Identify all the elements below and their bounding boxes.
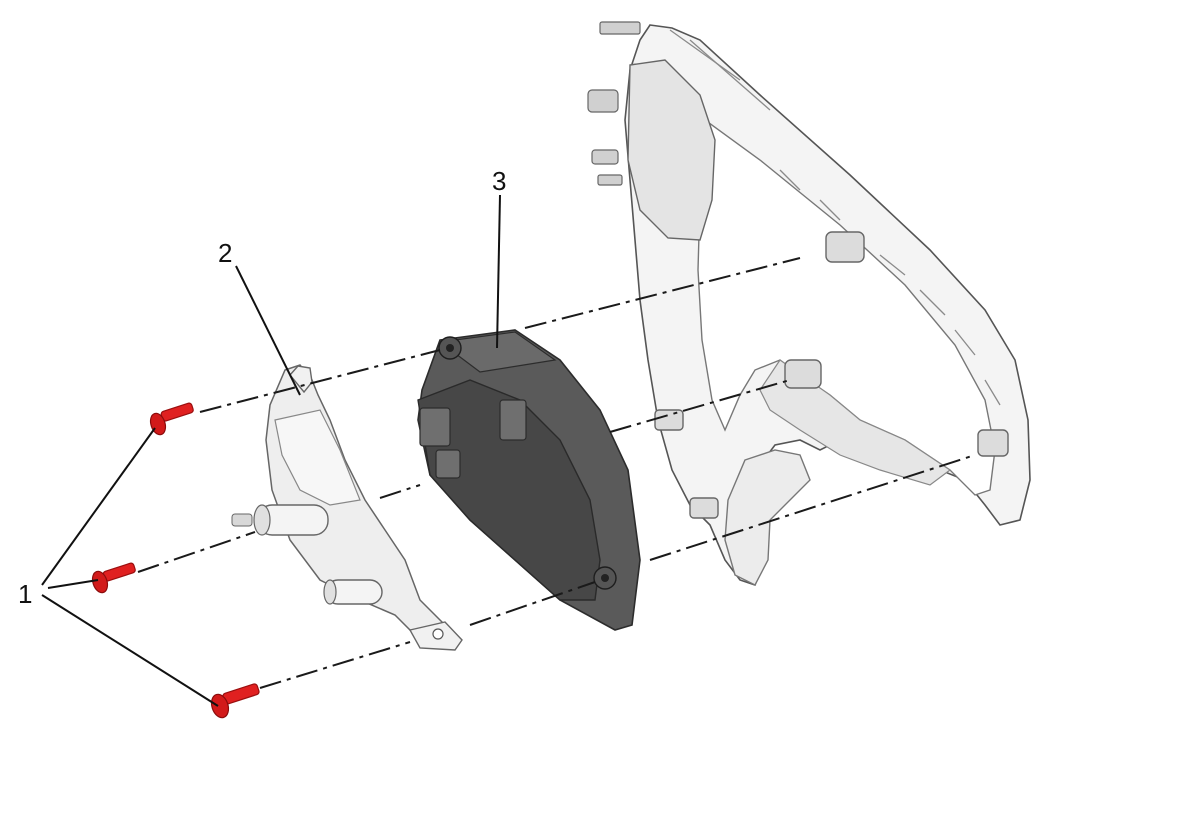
callout-3-module: 3: [492, 166, 506, 196]
mounting-bracket: [231, 364, 463, 651]
alignment-lines: [137, 257, 976, 689]
electronic-module: [417, 329, 641, 631]
fastener-middle: [91, 562, 136, 594]
fastener-screws: [91, 402, 260, 719]
fastener-bottom: [210, 683, 260, 719]
callout-2-bracket: 2: [218, 238, 232, 268]
fastener-top: [149, 402, 194, 436]
leader-lines: [41, 194, 501, 707]
bracket-standoffs: [231, 504, 383, 605]
bezel-frame: [587, 21, 1031, 586]
callout-1-fastener: 1: [18, 579, 32, 609]
